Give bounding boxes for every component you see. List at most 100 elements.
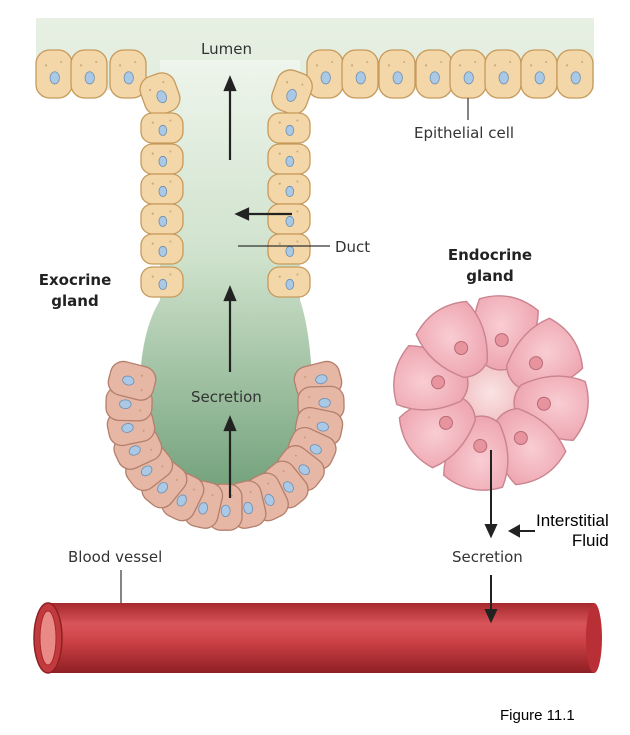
duct-wall-cell xyxy=(140,233,184,265)
nucleus xyxy=(119,399,132,410)
nucleus xyxy=(498,71,509,85)
nucleus xyxy=(84,71,95,85)
epithelial-cell xyxy=(484,49,522,99)
nucleus xyxy=(158,215,168,227)
nucleus xyxy=(128,445,141,456)
duct-wall-cell xyxy=(267,173,311,205)
epithelial-cell xyxy=(415,49,453,99)
nucleus xyxy=(158,155,168,167)
nucleus xyxy=(392,71,403,85)
blood-vessel-lumen xyxy=(39,610,57,666)
nucleus xyxy=(158,245,168,257)
duct-wall-cell xyxy=(267,266,311,298)
endocrine-nucleus xyxy=(438,415,453,430)
duct-label: Duct xyxy=(335,238,371,256)
epithelial-cell xyxy=(341,49,379,99)
nucleus xyxy=(283,481,294,493)
epithelial-cell xyxy=(556,49,594,99)
exocrine-secretion-label: Secretion xyxy=(191,388,262,406)
endocrine-nucleus xyxy=(454,340,469,355)
blood-vessel-label: Blood vessel xyxy=(68,548,163,566)
secretion-arrow-head xyxy=(223,415,237,432)
duct-arrow-head xyxy=(234,207,250,221)
duct-wall-cell xyxy=(267,233,311,265)
duct-wall-cell xyxy=(267,203,311,235)
epithelial-cell xyxy=(520,49,558,99)
nucleus xyxy=(198,502,209,515)
mid-arrow-head xyxy=(223,285,237,302)
nucleus xyxy=(309,444,322,455)
endocrine-nucleus xyxy=(431,375,446,390)
epithelial-cell xyxy=(35,49,73,99)
epithelial-cell xyxy=(139,72,181,116)
nucleus xyxy=(463,71,474,85)
nucleus xyxy=(156,90,168,104)
nucleus xyxy=(243,501,254,515)
epithelial-cell xyxy=(378,49,416,99)
duct-lumen xyxy=(139,60,313,502)
nucleus xyxy=(285,185,295,197)
epithelial-cell xyxy=(70,49,108,99)
endocrine-center xyxy=(461,363,521,423)
epithelial-cell xyxy=(306,49,344,99)
nucleus xyxy=(49,71,60,85)
interstitial-fluid-label: Interstitial Fluid xyxy=(536,511,609,550)
duct-wall-cell xyxy=(140,173,184,205)
nucleus xyxy=(318,398,331,408)
nucleus xyxy=(264,493,275,506)
nucleus xyxy=(122,375,135,386)
endocrine-secretion-label: Secretion xyxy=(452,548,523,566)
endocrine-gland xyxy=(393,295,589,491)
endocrine-cell xyxy=(415,300,488,379)
nucleus xyxy=(570,71,581,85)
duct-wall-cell xyxy=(267,112,311,144)
endocrine-nucleus xyxy=(529,356,544,371)
endocrine-nucleus xyxy=(473,438,488,453)
nucleus xyxy=(355,71,366,85)
nucleus xyxy=(320,71,331,85)
endocrine-cell xyxy=(398,396,477,469)
nucleus xyxy=(220,504,231,518)
vessel-arrow-overlay xyxy=(484,600,498,624)
figure-caption: Figure 11.1 xyxy=(500,707,575,724)
duct-wall-cell xyxy=(267,143,311,175)
epithelial-cell-label: Epithelial cell xyxy=(414,124,515,142)
duct-wall-cell xyxy=(140,112,184,144)
secretory-cells xyxy=(105,360,345,531)
nucleus xyxy=(298,464,310,476)
nucleus xyxy=(123,71,134,85)
nucleus xyxy=(285,124,295,136)
epithelial-cells xyxy=(35,49,594,298)
nucleus xyxy=(315,374,328,385)
epithelial-cell xyxy=(109,49,147,99)
nucleus xyxy=(429,71,440,85)
nucleus xyxy=(285,245,295,257)
endocrine-down-arrow-head xyxy=(484,524,498,539)
duct-wall-cell xyxy=(140,203,184,235)
nucleus xyxy=(534,71,545,85)
nucleus xyxy=(158,278,168,290)
nucleus xyxy=(285,278,295,290)
interstitial-arrow-head xyxy=(507,524,520,538)
nucleus xyxy=(286,89,297,102)
blood-vessel-body xyxy=(48,603,594,673)
exocrine-arrows xyxy=(223,75,292,498)
lumen-arrow-head xyxy=(223,75,237,92)
nucleus xyxy=(316,421,329,432)
exocrine-gland-label: Exocrine gland xyxy=(38,271,112,310)
nucleus xyxy=(285,215,295,227)
nucleus xyxy=(158,185,168,197)
endocrine-nucleus xyxy=(494,333,509,348)
nucleus xyxy=(176,494,187,507)
nucleus xyxy=(157,482,169,494)
lumen-label: Lumen xyxy=(201,40,252,58)
epithelial-cell xyxy=(449,49,487,99)
nucleus xyxy=(121,423,134,433)
epithelial-cell xyxy=(271,69,313,115)
duct-wall-cell xyxy=(140,143,184,175)
secretory-cell xyxy=(107,360,157,401)
endocrine-nucleus xyxy=(513,431,528,446)
endocrine-nucleus xyxy=(536,396,551,411)
